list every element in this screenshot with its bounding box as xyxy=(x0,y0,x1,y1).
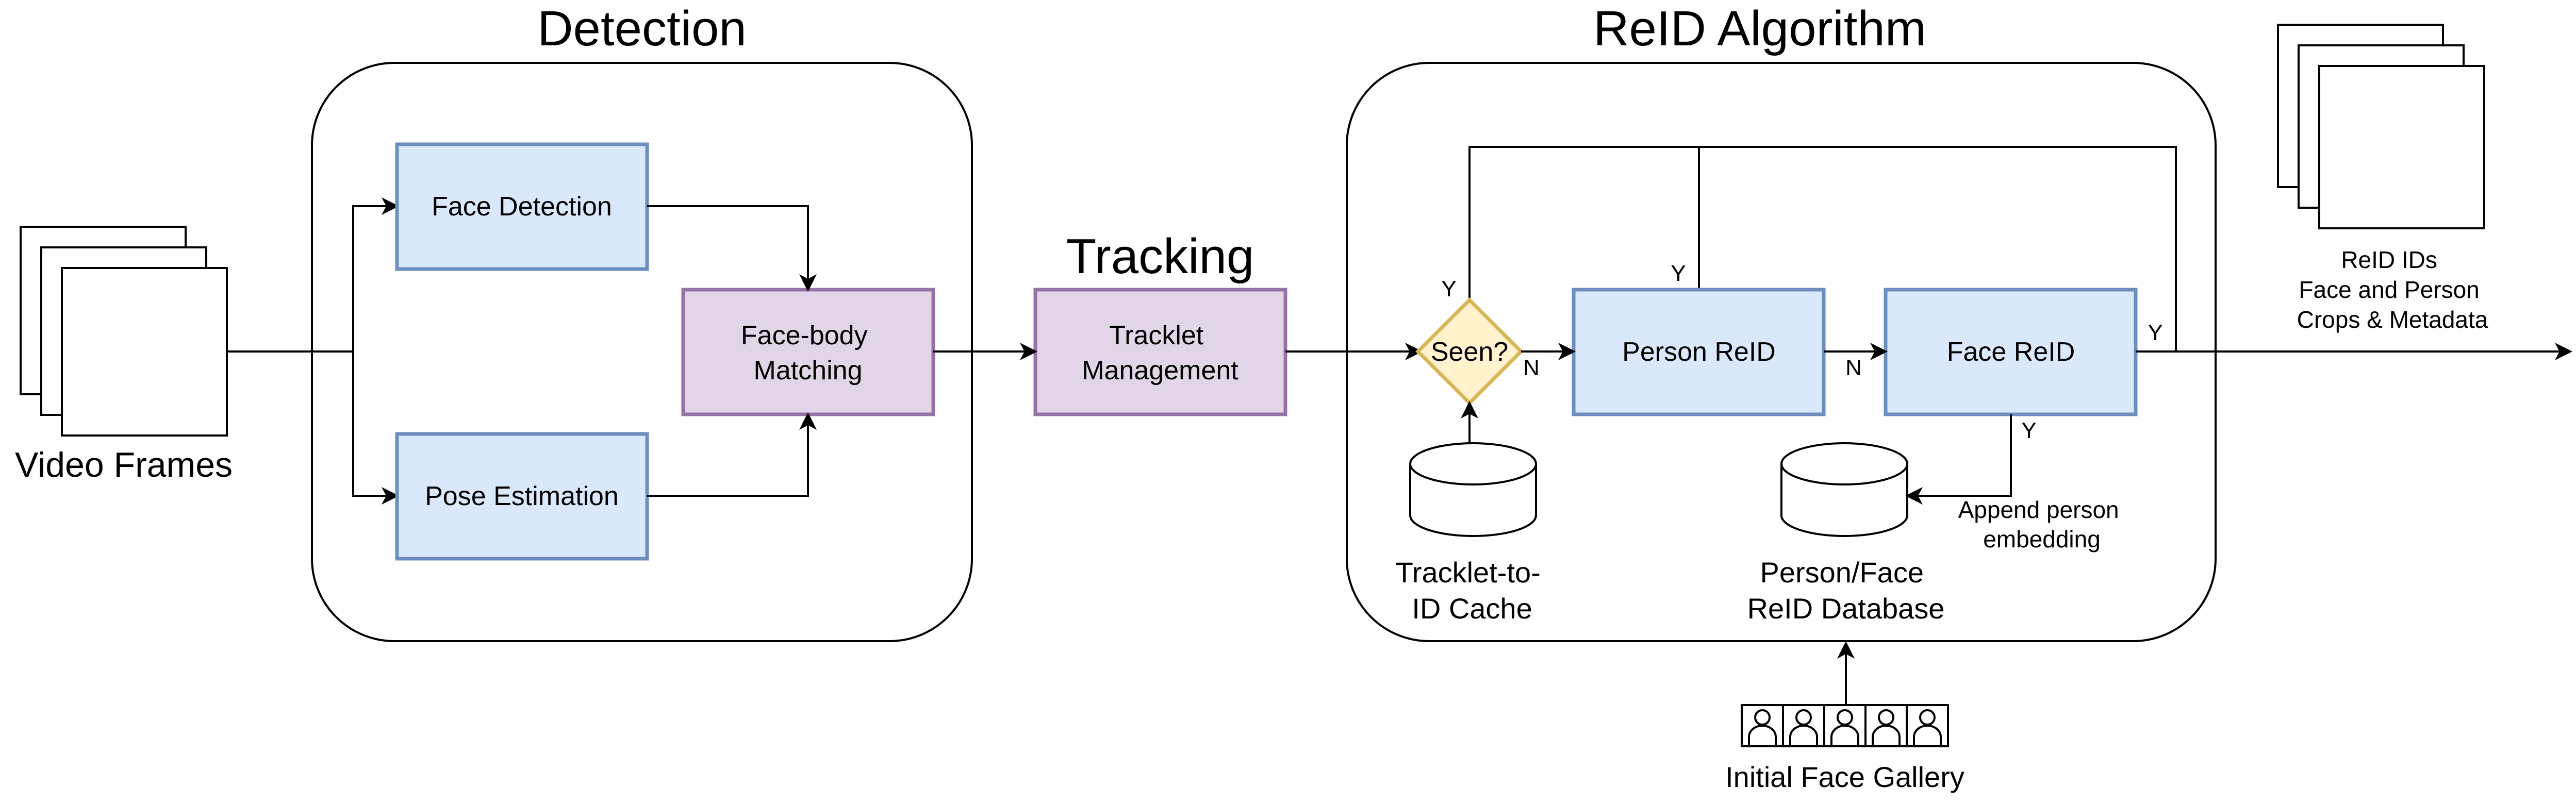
tracklet-management-node[interactable]: Tracklet Management xyxy=(1033,288,1287,416)
person-silhouette-icon xyxy=(1748,709,1777,745)
tracking-title: Tracking xyxy=(1066,229,1254,284)
pose-estimation-node[interactable]: Pose Estimation xyxy=(395,432,649,561)
face-yes-db-label: Y xyxy=(2021,418,2036,443)
pose-estimation-label: Pose Estimation xyxy=(425,481,619,511)
edge-to-pose-estimation xyxy=(352,351,399,505)
detection-title: Detection xyxy=(537,1,747,56)
reid-database-icon xyxy=(1780,442,1908,537)
seen-label: Seen? xyxy=(1431,337,1508,367)
tracklet-cache-icon xyxy=(1409,442,1537,537)
face-yes-out-label: Y xyxy=(2148,320,2162,345)
person-silhouette-icon xyxy=(1906,705,1942,746)
edge-pose-to-matching xyxy=(647,412,817,497)
seen-decision-node[interactable]: Seen? xyxy=(1415,297,1524,406)
seen-yes-label: Y xyxy=(1441,276,1456,301)
person-yes-label: Y xyxy=(1671,261,1686,286)
edge-face-to-database xyxy=(1905,414,2012,505)
edge-feedback-loop xyxy=(1468,146,2177,351)
edge-to-face-detection xyxy=(352,197,399,351)
person-silhouette-icon xyxy=(1864,705,1901,746)
face-detection-node[interactable]: Face Detection xyxy=(395,142,649,271)
person-reid-label: Person ReID xyxy=(1622,337,1776,367)
face-body-matching-label: Face-body Matching xyxy=(741,321,875,386)
output-documents-icon xyxy=(2277,24,2485,229)
append-label: Append person embedding xyxy=(1958,496,2126,552)
person-silhouette-icon xyxy=(1782,705,1818,746)
edge-face-det-to-matching xyxy=(647,205,817,292)
face-body-matching-node[interactable]: Face-body Matching xyxy=(681,288,935,416)
tracklet-management-label: Tracklet Management xyxy=(1082,321,1239,386)
video-frames-label: Video Frames xyxy=(15,445,233,484)
person-no-label: N xyxy=(1845,355,1862,380)
person-reid-node[interactable]: Person ReID xyxy=(1572,288,1826,416)
initial-face-gallery-icon xyxy=(1741,704,1949,747)
reid-title: ReID Algorithm xyxy=(1593,1,1926,56)
outputs-label: ReID IDs Face and Person Crops & Metadat… xyxy=(2297,246,2488,333)
face-reid-label: Face ReID xyxy=(1947,337,2075,367)
tracklet-cache-label: Tracklet-to- ID Cache xyxy=(1396,556,1549,625)
face-reid-node[interactable]: Face ReID xyxy=(1884,288,2138,416)
reid-database-label: Person/Face ReID Database xyxy=(1747,556,1945,625)
face-detection-label: Face Detection xyxy=(432,192,612,222)
video-frames-icon xyxy=(20,226,228,437)
seen-no-label: N xyxy=(1523,355,1540,380)
initial-gallery-label: Initial Face Gallery xyxy=(1725,761,1964,793)
person-silhouette-icon xyxy=(1823,705,1859,746)
